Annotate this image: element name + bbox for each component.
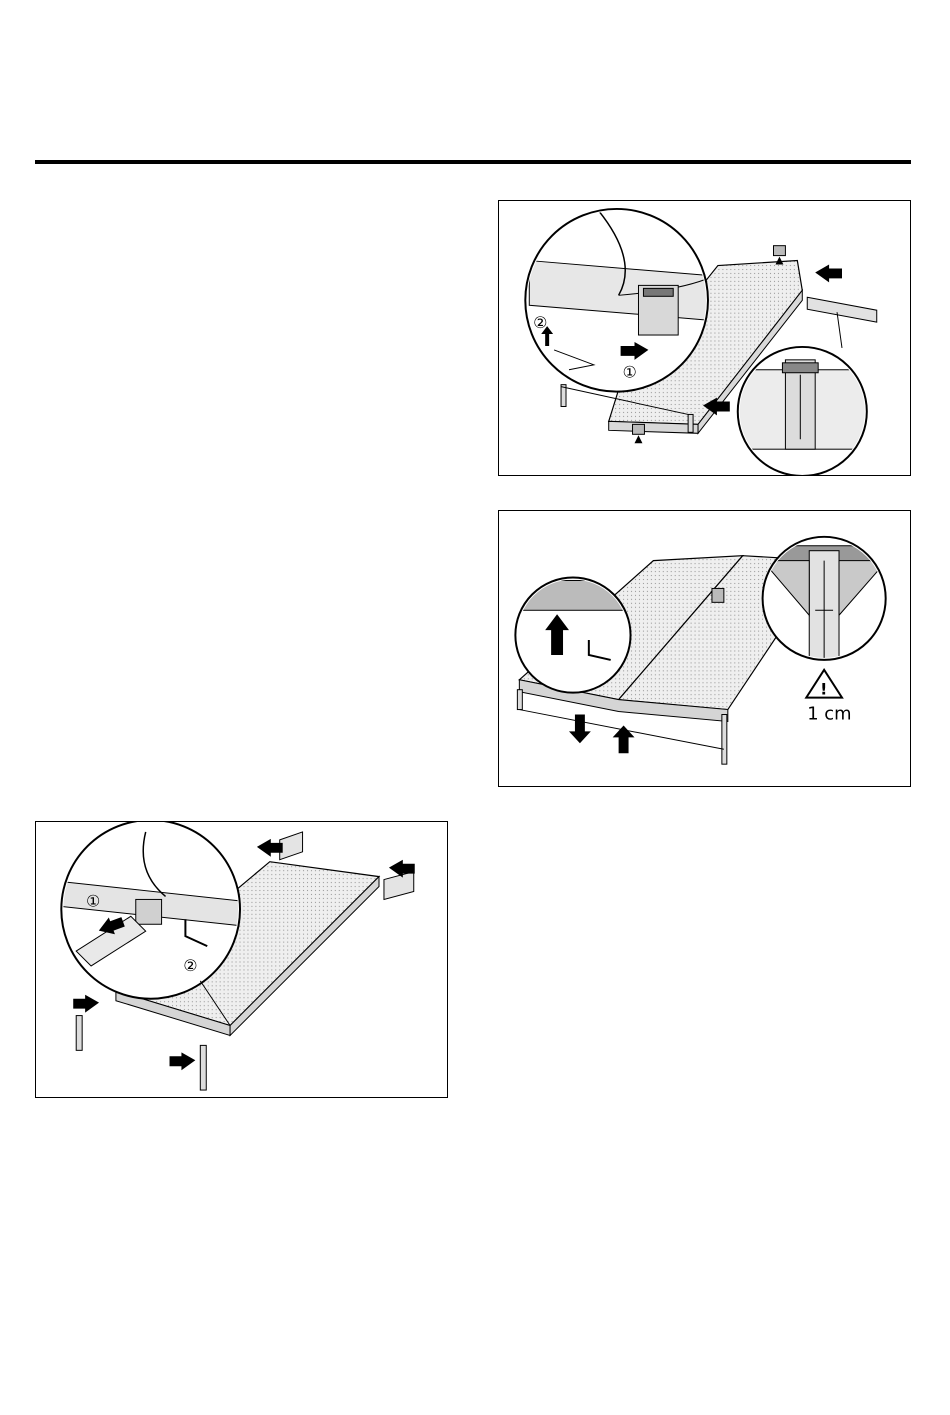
bracket-part <box>712 588 724 602</box>
magnifier-detail-left: ② ① <box>525 209 708 392</box>
figure-headboard-mounting: ② ① <box>498 200 911 476</box>
header-rule <box>35 160 911 164</box>
warning-triangle-icon: ! <box>806 670 842 699</box>
arrow-up-icon <box>613 725 635 753</box>
gap-label: 1 cm <box>807 703 851 724</box>
magnifier-detail-right <box>758 537 897 660</box>
arrow-icon <box>815 265 842 283</box>
illustration-footboard: ① ② <box>36 822 447 1097</box>
arrow-icon <box>170 1052 196 1070</box>
illustration-headboard: ② ① <box>499 201 910 475</box>
bracket-part-bottom <box>633 424 645 443</box>
callout-2: ② <box>183 956 197 975</box>
figure-footboard-mounting: ① ② <box>35 821 448 1098</box>
figure-bed-joining: ! 1 cm <box>498 510 911 787</box>
callout-1: ① <box>86 891 100 910</box>
magnifier-detail-right <box>738 347 867 475</box>
arrow-down-icon <box>569 715 591 744</box>
svg-text:!: ! <box>820 680 827 699</box>
callout-1: ① <box>623 363 637 382</box>
illustration-bed-joining: ! 1 cm <box>499 511 910 786</box>
callout-2: ② <box>533 313 547 332</box>
arrow-icon <box>73 995 99 1013</box>
arrow-icon <box>257 839 283 857</box>
